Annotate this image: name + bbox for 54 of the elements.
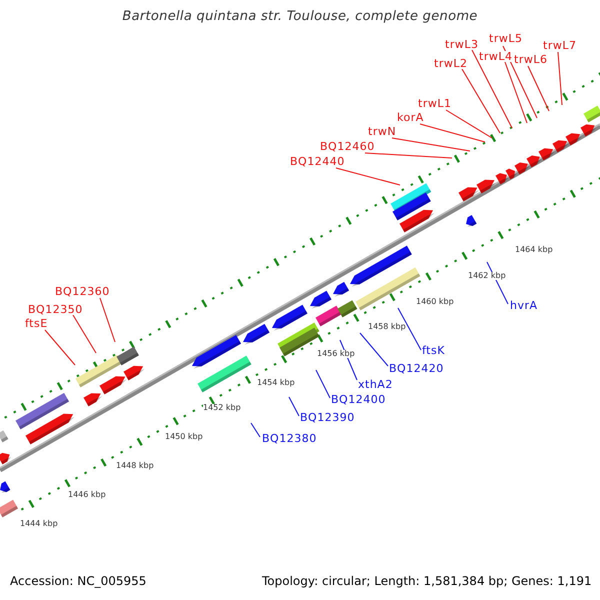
gene-label: BQ12420 (389, 363, 444, 374)
leader-line (398, 308, 422, 350)
scale-label: 1450 kbp (165, 433, 203, 441)
leader-line (420, 124, 486, 142)
scale-label: 1444 kbp (20, 520, 58, 528)
gene-label: BQ12350 (28, 304, 83, 315)
leader-line (340, 340, 358, 380)
leader-line (446, 110, 492, 138)
gene-label: BQ12360 (55, 286, 110, 297)
gene-label: trwN (368, 126, 396, 137)
gene-label: trwL6 (514, 54, 548, 65)
gene-label: korA (397, 112, 424, 123)
gene-label: BQ12400 (331, 394, 386, 405)
leader-line (72, 314, 96, 354)
leader-line (472, 50, 512, 128)
leader-line (392, 138, 470, 152)
title: Bartonella quintana str. Toulouse, complete genome (121, 10, 479, 23)
scale-label: 1458 kbp (368, 323, 406, 331)
gene-label: BQ12460 (320, 141, 375, 152)
scale-label: 1452 kbp (203, 404, 241, 412)
gene-label: trwL5 (489, 33, 522, 44)
leader-line (288, 396, 300, 416)
leader-line (364, 152, 452, 158)
gene-label: BQ12440 (290, 156, 345, 167)
scale-label: 1454 kbp (257, 379, 295, 387)
gene-label: BQ12390 (300, 412, 355, 423)
leader-line (504, 62, 528, 124)
leader-line (316, 370, 330, 398)
leader-line (462, 68, 500, 134)
leader-line (528, 66, 550, 112)
gene-label: xthA2 (358, 379, 393, 390)
scale-label: 1460 kbp (416, 298, 454, 306)
genome-info-text: Topology: circular; Length: 1,581,384 bp; Genes: 1,191 (262, 575, 592, 587)
scale-label: 1448 kbp (116, 462, 154, 470)
scale-label: 1462 kbp (468, 272, 506, 280)
leader-line (250, 422, 260, 438)
scale-label: 1446 kbp (68, 491, 106, 499)
leader-line (336, 168, 400, 186)
gene-label: trwL2 (434, 58, 468, 69)
gene-label: trwL3 (445, 39, 478, 50)
leader-line (100, 298, 116, 342)
gene-label: ftsE (25, 318, 48, 329)
gene-label: BQ12380 (262, 433, 317, 444)
gene-label: trwL4 (479, 51, 512, 62)
gene-label: trwL1 (418, 98, 452, 109)
gene-label: hvrA (510, 300, 538, 311)
gene-label: trwL7 (543, 40, 576, 51)
leader-line (558, 52, 562, 106)
leader-line (360, 332, 388, 366)
scale-label: 1456 kbp (317, 350, 355, 358)
gene-label: ftsK (422, 345, 445, 356)
leader-line (44, 330, 76, 366)
scale-label: 1464 kbp (515, 246, 553, 254)
accession-text: Accession: NC_005955 (10, 575, 146, 587)
